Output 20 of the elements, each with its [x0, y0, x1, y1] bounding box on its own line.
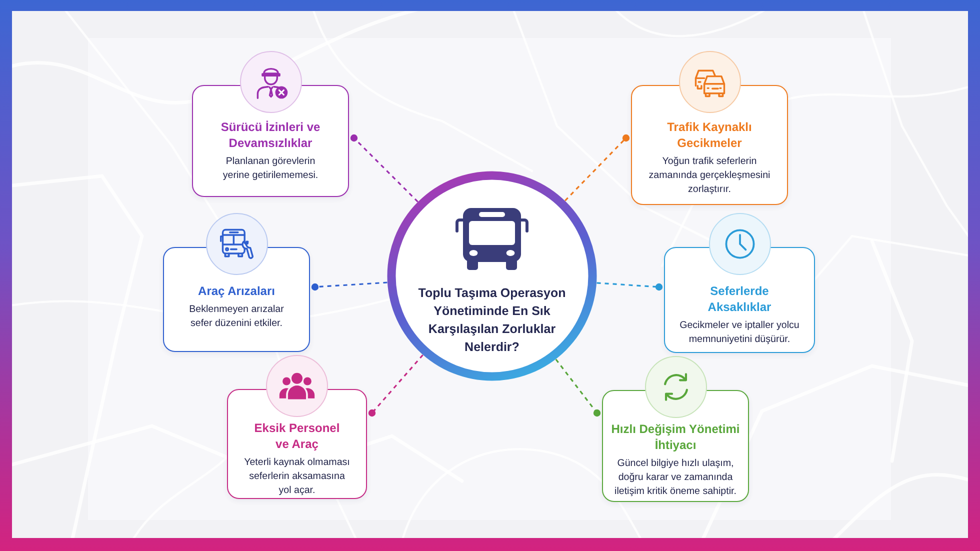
dashed-connector: [311, 282, 388, 291]
dashed-connector: [555, 358, 601, 417]
question-text: Toplu Taşıma Operasyon Yönetiminde En Sık Karşılaşılan Zorluklar Nelerdir?: [417, 285, 567, 356]
dashed-connector: [350, 134, 418, 202]
card-description: Beklenmeyen arızalar sefer düzenini etkiler.: [188, 303, 285, 331]
center-circle: [387, 171, 597, 381]
card-description: Güncel bilgiye hızlı ulaşım, doğru karar ve zamanında iletişim kritik öneme sahiptir.: [614, 457, 738, 499]
card-title: Sürücü İzinleri ve Devamsızlıklar: [220, 119, 322, 151]
card-description: Yoğun trafik seferlerin zamanında gerçekleşmesini zorlaştırır.: [648, 155, 772, 197]
card-title: Hızlı Değişim Yönetimi İhtiyacı: [610, 421, 741, 453]
dashed-connector: [596, 282, 663, 291]
card-title: Seferlerde Aksaklıklar: [706, 283, 772, 315]
card-description: Gecikmeler ve iptaller yolcu memnuniyetini düşürür.: [678, 319, 800, 347]
card-description: Yeterli kaynak olmaması seferlerin aksamasına yol açar.: [243, 456, 351, 498]
card-title: Araç Arızaları: [197, 283, 276, 299]
card-description: Planlanan görevlerin yerine getirilememesi.: [222, 155, 320, 183]
card-title: Eksik Personel ve Araç: [253, 420, 341, 452]
card-title: Trafik Kaynaklı Gecikmeler: [666, 119, 753, 151]
dashed-connector: [564, 134, 630, 202]
dashed-connector: [368, 354, 424, 417]
